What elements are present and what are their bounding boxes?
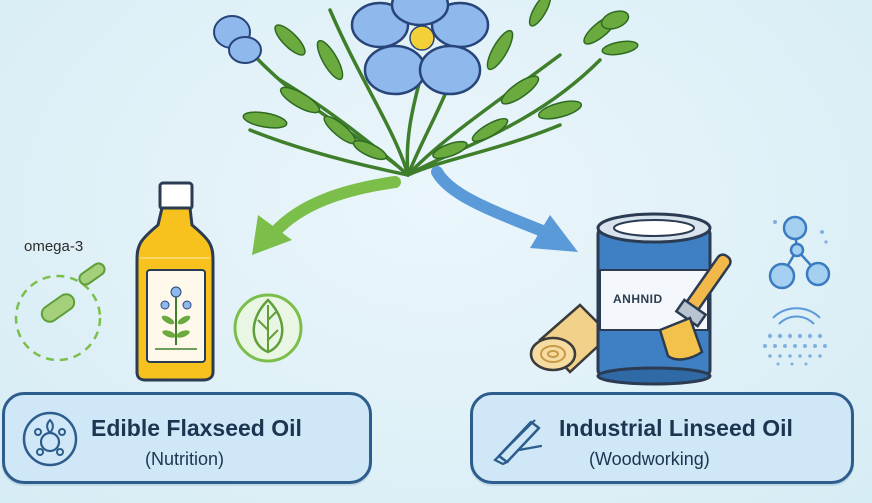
edible-oil-card: Edible Flaxseed Oil (Nutrition) <box>2 392 372 484</box>
arrow-left-head <box>252 215 292 255</box>
paint-can-illustration <box>596 212 712 386</box>
woodworking-chisel-icon <box>493 419 543 466</box>
arrow-right-head <box>530 215 578 252</box>
spray-dots-icon <box>763 220 828 366</box>
molecule-icon <box>768 215 831 290</box>
arrow-left-path <box>269 176 401 238</box>
omega3-capsule-icon <box>14 262 106 362</box>
industrial-oil-card: Industrial Linseed Oil (Woodworking) <box>470 392 854 484</box>
nutrition-molecule-icon <box>22 411 78 467</box>
oil-bottle-illustration <box>135 181 215 382</box>
edible-oil-subtitle: (Nutrition) <box>145 449 225 469</box>
arrow-right-path <box>431 166 546 236</box>
flax-plant-illustration <box>213 0 639 177</box>
omega3-label: omega-3 <box>24 238 84 255</box>
edible-oil-title: Edible Flaxseed Oil <box>91 415 302 441</box>
leaf-badge-icon <box>233 293 303 363</box>
industrial-oil-title: Industrial Linseed Oil <box>559 415 793 441</box>
wood-logs-illustration <box>529 303 612 374</box>
paint-can-label: ANHNID <box>613 292 663 306</box>
paint-brush-illustration <box>658 253 732 361</box>
industrial-oil-subtitle: (Woodworking) <box>589 449 710 469</box>
